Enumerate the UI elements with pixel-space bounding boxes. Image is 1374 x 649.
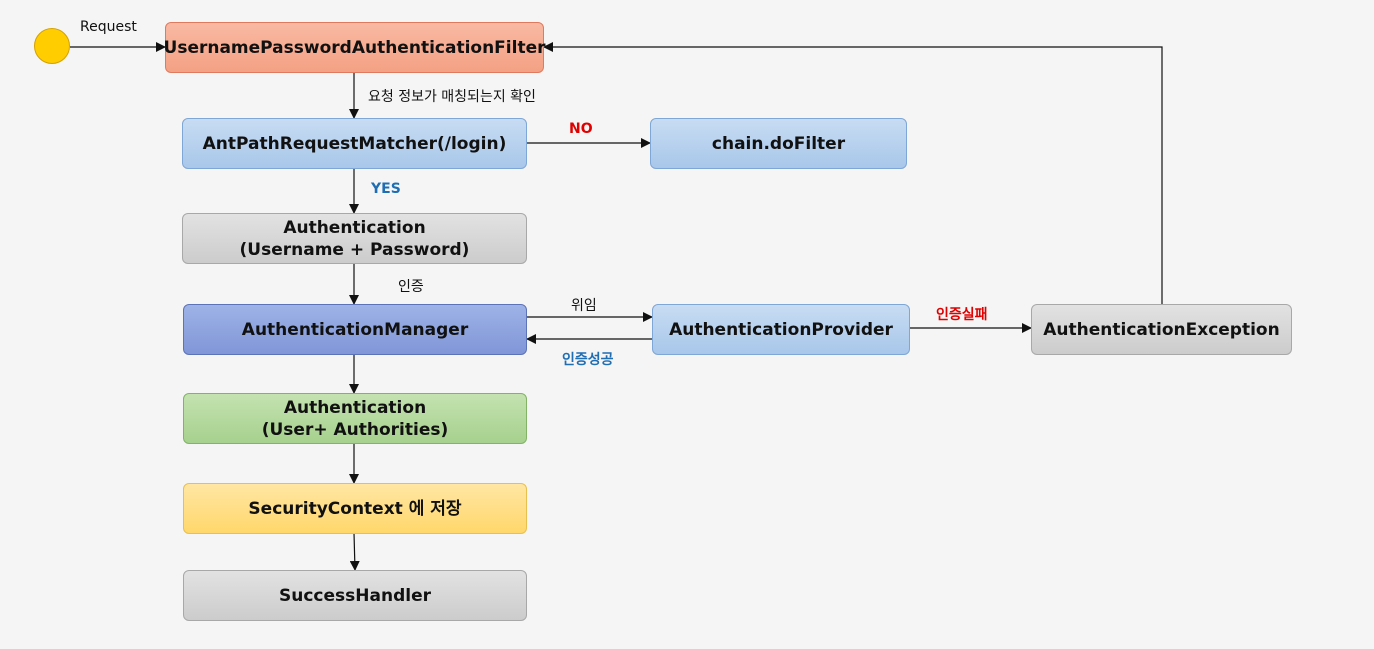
chain-node: chain.doFilter bbox=[650, 118, 907, 169]
edge-context-success bbox=[349, 532, 360, 571]
auth-ok-node-label: Authentication (User+ Authorities) bbox=[261, 397, 449, 440]
success-handler-node: SuccessHandler bbox=[183, 570, 527, 621]
provider-node: AuthenticationProvider bbox=[652, 304, 910, 355]
edge-exception-filter bbox=[543, 42, 1163, 304]
manager-node-label: AuthenticationManager bbox=[241, 319, 469, 340]
start-node bbox=[34, 28, 70, 64]
auth-ok-node: Authentication (User+ Authorities) bbox=[183, 393, 527, 444]
delegate-label: 위임 bbox=[571, 298, 597, 314]
yes-label: YES bbox=[371, 181, 401, 197]
provider-node-label: AuthenticationProvider bbox=[669, 319, 893, 340]
exception-node: AuthenticationException bbox=[1031, 304, 1292, 355]
matcher-node-label: AntPathRequestMatcher(/login) bbox=[202, 133, 507, 154]
auth-request-node-label: Authentication (Username + Password) bbox=[239, 217, 470, 260]
check-label: 요청 정보가 매칭되는지 확인 bbox=[368, 89, 536, 105]
success-handler-node-label: SuccessHandler bbox=[279, 585, 431, 606]
no-label: NO bbox=[569, 121, 593, 137]
authenticate-label: 인증 bbox=[398, 279, 424, 295]
auth-request-node: Authentication (Username + Password) bbox=[182, 213, 527, 264]
filter-node: UsernamePasswordAuthenticationFilter bbox=[163, 22, 546, 73]
auth-success-label: 인증성공 bbox=[562, 352, 614, 368]
matcher-node: AntPathRequestMatcher(/login) bbox=[182, 118, 527, 169]
security-context-node-label: SecurityContext 에 저장 bbox=[248, 498, 462, 519]
exception-node-label: AuthenticationException bbox=[1043, 319, 1280, 340]
auth-fail-label: 인증실패 bbox=[936, 307, 988, 323]
request-label: Request bbox=[80, 19, 137, 35]
filter-node-label: UsernamePasswordAuthenticationFilter bbox=[163, 37, 546, 58]
manager-node: AuthenticationManager bbox=[183, 304, 527, 355]
chain-node-label: chain.doFilter bbox=[711, 133, 846, 154]
security-context-node: SecurityContext 에 저장 bbox=[183, 483, 527, 534]
